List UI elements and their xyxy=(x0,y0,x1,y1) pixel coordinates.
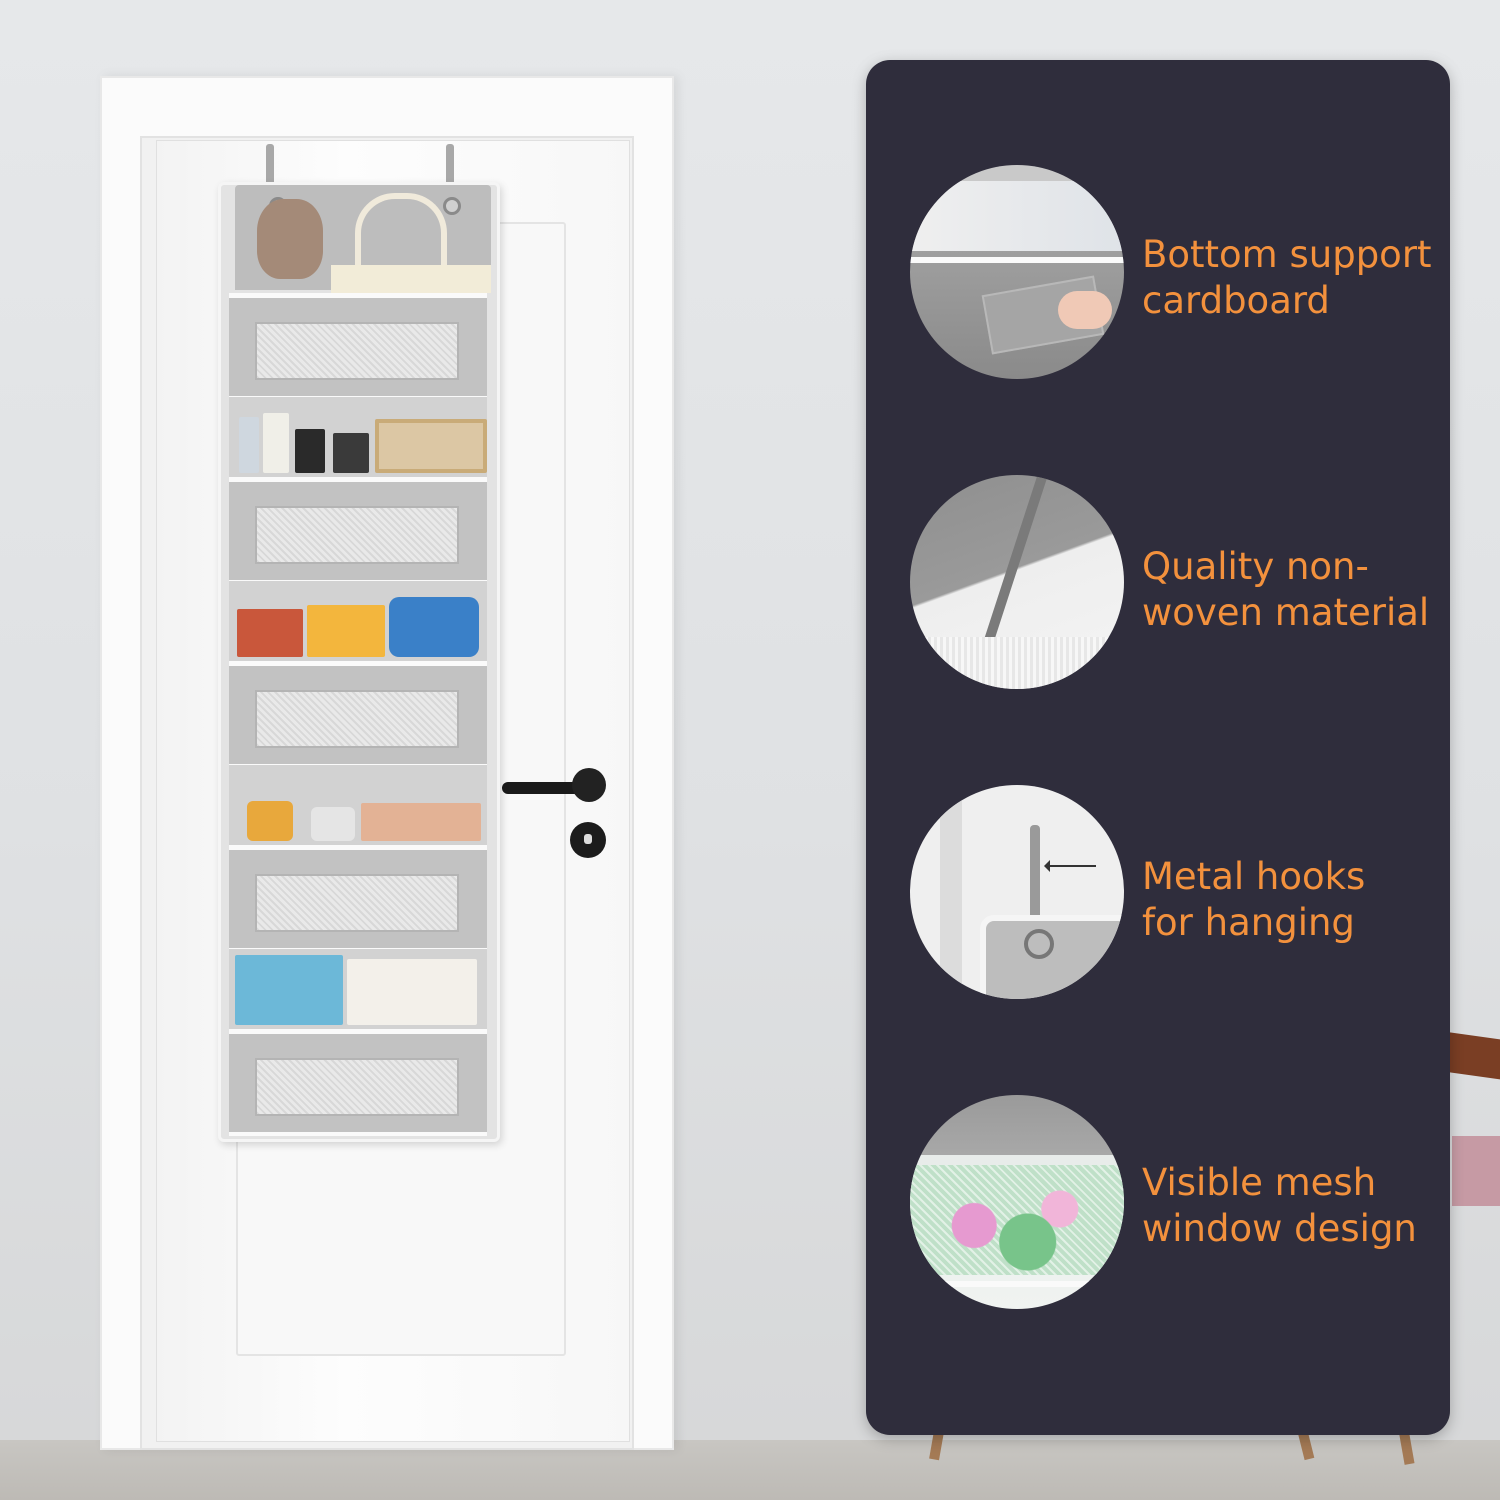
over-door-organizer xyxy=(218,182,500,1142)
feature-label-4: Visible mesh window design xyxy=(1142,1160,1442,1252)
feature-1-line-2: cardboard xyxy=(1142,279,1330,322)
door-handle-lever xyxy=(502,782,592,794)
feature-image-mesh xyxy=(910,1095,1124,1309)
features-card: Bottom support cardboard Quality non- wo… xyxy=(866,60,1450,1435)
organizer-pocket xyxy=(229,661,487,768)
pocket-contents-books xyxy=(229,397,487,477)
eyelet-ring xyxy=(1024,929,1054,959)
cup xyxy=(247,801,293,841)
feature-label-1: Bottom support cardboard xyxy=(1142,232,1442,324)
snack-box xyxy=(307,605,385,657)
eyelet-right xyxy=(443,197,461,215)
organizer-pocket xyxy=(229,845,487,952)
floor xyxy=(0,1440,1500,1500)
feature-2-line-1: Quality non- xyxy=(1142,545,1369,588)
book xyxy=(295,429,325,473)
feature-3-line-2: for hanging xyxy=(1142,901,1355,944)
teddy-bear xyxy=(257,199,323,279)
feature-4-line-1: Visible mesh xyxy=(1142,1161,1377,1204)
white-edge xyxy=(910,1281,1124,1287)
snack-box xyxy=(237,609,303,657)
pocket-contents-cups xyxy=(229,765,487,845)
metal-hook-left xyxy=(266,144,274,196)
metal-hook xyxy=(1030,825,1040,937)
feature-2-line-2: woven material xyxy=(1142,591,1430,634)
mesh-window xyxy=(255,874,459,932)
mesh-window xyxy=(255,506,459,564)
organizer-pocket xyxy=(229,293,487,400)
organizer-top-section xyxy=(235,185,491,293)
organizer-pocket xyxy=(229,1029,487,1136)
book xyxy=(333,433,369,473)
metal-hook-right xyxy=(446,144,454,196)
organizer-pocket xyxy=(229,477,487,584)
feature-label-2: Quality non- woven material xyxy=(1142,544,1442,636)
mesh-window xyxy=(255,690,459,748)
hand xyxy=(1058,291,1112,329)
book xyxy=(235,955,343,1025)
cup xyxy=(311,807,355,841)
door-handle-rose xyxy=(572,768,606,802)
feature-label-3: Metal hooks for hanging xyxy=(1142,854,1442,946)
photo-frame xyxy=(375,419,487,473)
feature-1-line-1: Bottom support xyxy=(1142,233,1432,276)
snack-bag xyxy=(389,597,479,657)
box xyxy=(361,803,481,841)
mesh-window xyxy=(255,1058,459,1116)
pocket-contents-snacks xyxy=(229,581,487,661)
door-edge xyxy=(940,785,962,999)
flash-cards xyxy=(347,959,477,1025)
organizer-tab xyxy=(980,915,1124,999)
book xyxy=(239,417,259,473)
arrow-left-icon xyxy=(1044,860,1096,872)
pocket-contents-cards xyxy=(229,949,487,1029)
feature-image-material xyxy=(910,475,1124,689)
mesh-strip xyxy=(910,181,1124,251)
mesh-window-closeup xyxy=(910,1165,1124,1275)
handbag-handle xyxy=(355,193,447,269)
feature-3-line-1: Metal hooks xyxy=(1142,855,1366,898)
feature-4-line-2: window design xyxy=(1142,1207,1417,1250)
feature-image-hooks xyxy=(910,785,1124,999)
feature-image-cardboard xyxy=(910,165,1124,379)
book xyxy=(263,413,289,473)
mesh-window xyxy=(255,322,459,380)
door-lock xyxy=(570,822,606,858)
chair-seat xyxy=(1452,1136,1500,1206)
white-band xyxy=(910,257,1124,263)
handbag xyxy=(331,265,491,293)
mesh-edge xyxy=(910,637,1124,689)
